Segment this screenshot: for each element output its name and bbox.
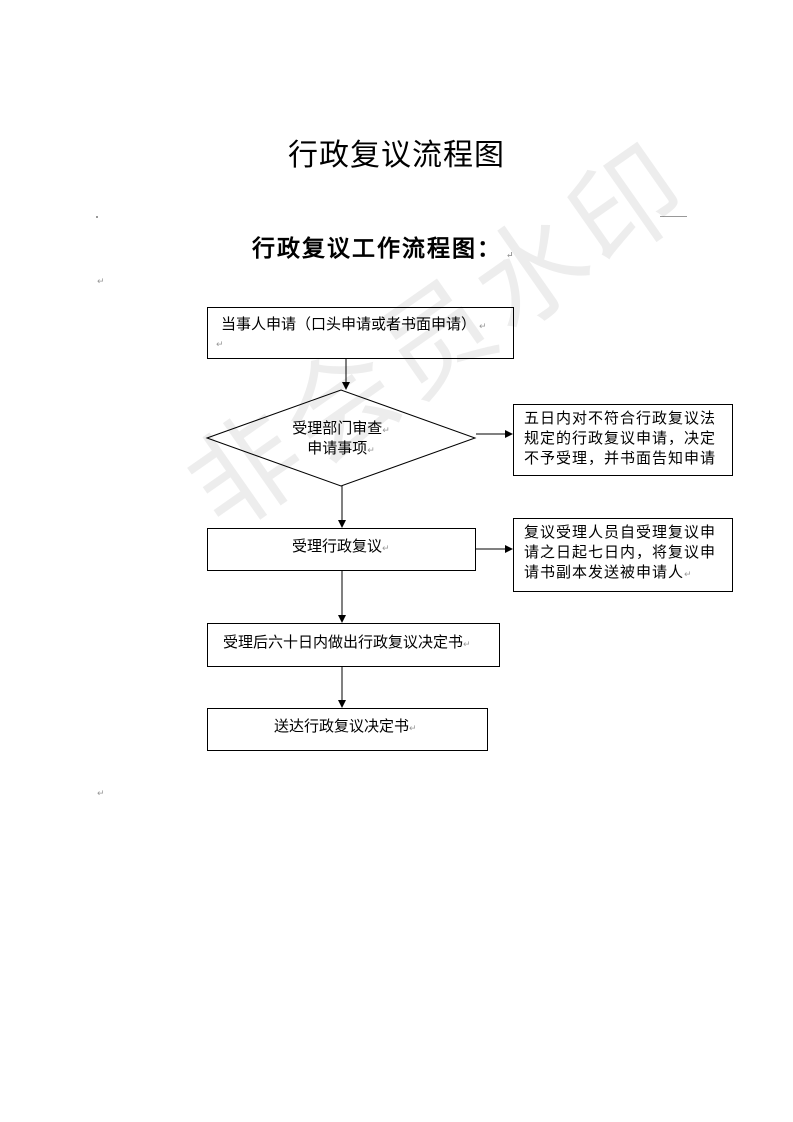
reject-line-3: 不予受理，并书面告知申请 bbox=[524, 449, 717, 467]
return-mark: ↵ bbox=[684, 570, 693, 580]
review-line-2: 申请事项 bbox=[307, 439, 368, 457]
apply-box: 当事人申请（口头申请或者书面申请）↵ ↵ bbox=[207, 307, 514, 359]
decide-text: 受理后六十日内做出行政复议决定书 bbox=[223, 633, 464, 651]
accept-box: 受理行政复议↵ bbox=[207, 528, 476, 571]
copy-line-2: 请之日起七日内，将复议申 bbox=[524, 543, 717, 561]
accept-text: 受理行政复议 bbox=[292, 537, 383, 555]
copy-box: 复议受理人员自受理复议申 请之日起七日内，将复议申 请书副本发送被申请人↵ bbox=[513, 518, 733, 592]
copy-line-1: 复议受理人员自受理复议申 bbox=[524, 523, 717, 541]
return-mark: ↵ bbox=[367, 446, 375, 456]
reject-line-2: 规定的行政复议申请，决定 bbox=[524, 429, 717, 447]
return-mark: ↵ bbox=[216, 340, 224, 350]
return-mark: ↵ bbox=[97, 277, 105, 287]
reject-line-1: 五日内对不符合行政复议法 bbox=[524, 409, 717, 427]
return-mark: ↵ bbox=[382, 426, 390, 436]
deliver-box: 送达行政复议决定书↵ bbox=[207, 708, 488, 751]
flowchart-heading-text: 行政复议工作流程图： bbox=[252, 235, 502, 262]
return-mark: ↵ bbox=[97, 789, 105, 799]
reject-box: 五日内对不符合行政复议法 规定的行政复议申请，决定 不予受理，并书面告知申请 bbox=[513, 404, 733, 476]
return-mark: ↵ bbox=[463, 640, 471, 650]
review-text: 受理部门审查↵ 申请事项↵ bbox=[261, 418, 421, 458]
return-mark: ↵ bbox=[382, 544, 390, 554]
review-line-1: 受理部门审查 bbox=[292, 419, 383, 437]
copy-line-3: 请书副本发送被申请人 bbox=[524, 563, 685, 581]
apply-text: 当事人申请（口头申请或者书面申请） bbox=[221, 315, 477, 333]
return-mark: ↵ bbox=[479, 322, 487, 332]
return-mark: ↵ bbox=[409, 724, 417, 734]
header-line bbox=[660, 216, 687, 217]
page-title: 行政复议流程图 bbox=[288, 138, 505, 173]
review-diamond bbox=[205, 389, 477, 487]
deliver-text: 送达行政复议决定书 bbox=[274, 717, 410, 735]
decide-box: 受理后六十日内做出行政复议决定书↵ bbox=[207, 623, 500, 667]
return-mark: ↵ bbox=[506, 251, 516, 261]
corner-mark bbox=[96, 216, 98, 218]
flowchart-heading: 行政复议工作流程图： ↵ bbox=[252, 229, 516, 263]
